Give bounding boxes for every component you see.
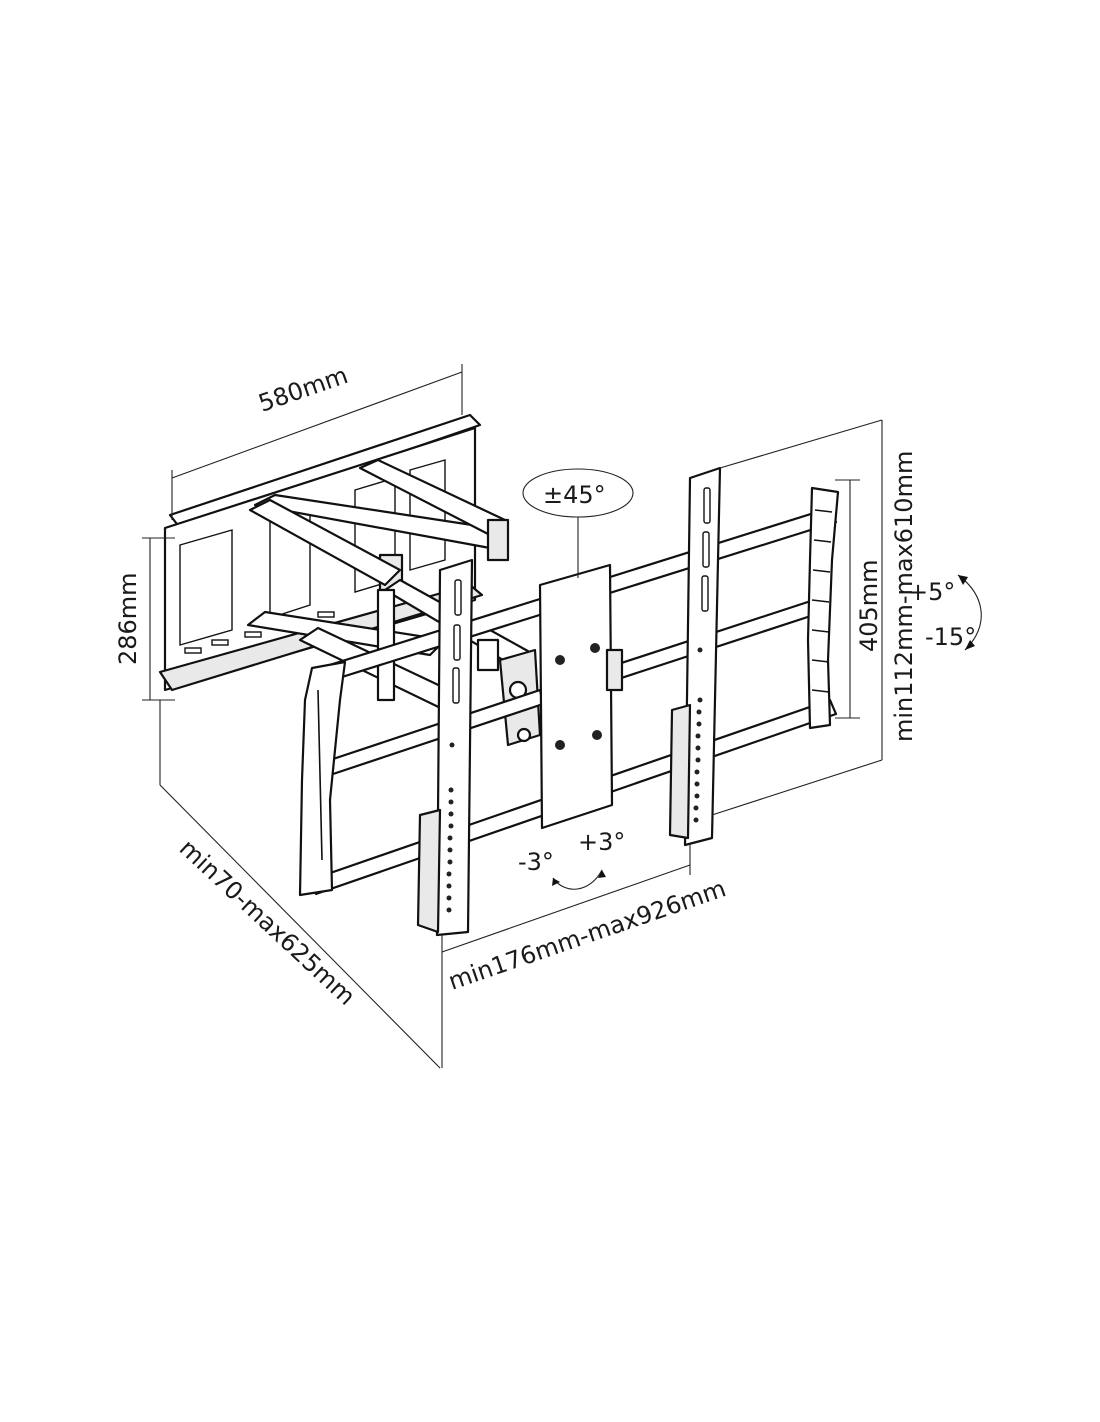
left-vertical-bracket (416, 558, 474, 937)
right-bracket-ladder (811, 509, 833, 693)
label-depth-range: min70-max625mm (174, 834, 361, 1011)
right-vertical-bracket-slots (693, 487, 711, 823)
label-wall-plate-height: 286mm (114, 572, 142, 665)
left-vertical-bracket-slots (446, 579, 462, 913)
label-swivel: ±45° (543, 481, 606, 509)
dim-level-adjust: -3° +3° (518, 828, 625, 890)
label-vertical-spacing: 405mm (855, 559, 883, 652)
dim-tilt: +5° -15° (908, 574, 982, 651)
center-mount-plate (538, 563, 624, 830)
dim-vertical-spacing: 405mm (835, 479, 883, 719)
label-level-plus: +3° (578, 828, 625, 856)
left-side-bracket (298, 660, 347, 897)
label-tilt-up: +5° (908, 578, 955, 606)
label-horizontal-range: min176mm-max926mm (445, 874, 730, 995)
label-tilt-down: -15° (925, 623, 976, 651)
dim-wall-plate-height: 286mm (114, 537, 175, 701)
label-level-minus: -3° (518, 848, 554, 876)
dim-vertical-range: min112mm-max610mm (711, 419, 918, 816)
right-vertical-bracket (668, 466, 722, 847)
label-vertical-range: min112mm-max610mm (890, 451, 918, 742)
dim-horizontal-range: min176mm-max926mm (441, 845, 730, 1068)
right-side-bracket (806, 486, 840, 730)
dim-swivel: ±45° (522, 468, 634, 578)
label-wall-plate-width: 580mm (255, 361, 352, 418)
